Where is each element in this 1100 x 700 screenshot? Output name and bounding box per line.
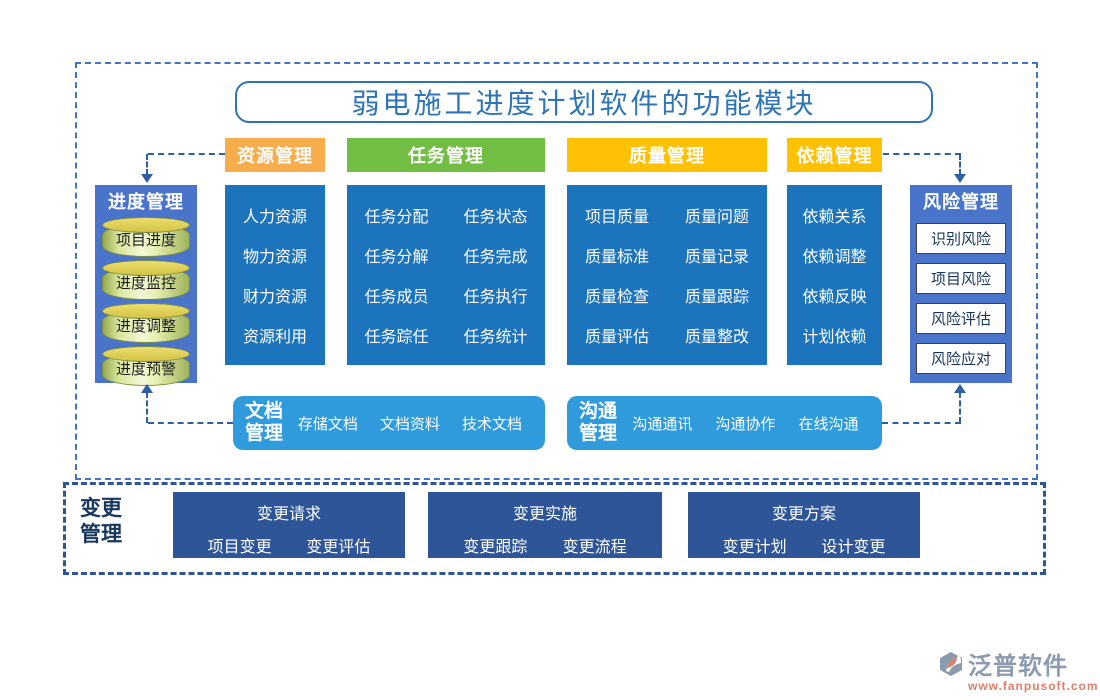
change-item: 设计变更 [821, 539, 886, 556]
progress-item: 进度预警 [115, 362, 176, 378]
progress-item: 进度调整 [115, 319, 176, 335]
progress-item: 进度监控 [115, 276, 176, 292]
document-item: 技术文档 [461, 416, 522, 433]
pillar-progress: 进度管理 项目进度 进度监控 进度调整 进度预警 [95, 185, 197, 386]
change-label: 变更管理 [80, 496, 122, 547]
page-title: 弱电施工进度计划软件的功能模块 [235, 81, 933, 123]
change-dashed-frame [63, 482, 1046, 575]
module-box-quality: 项目质量 质量问题 质量标准 质量记录 质量检查 质量跟踪 质量评估 质量整改 [567, 185, 767, 365]
change-group-plan: 变更方案 变更计划 设计变更 [688, 492, 920, 558]
task-item: 任务分配 [364, 209, 429, 226]
progress-item: 项目进度 [115, 233, 176, 249]
communication-item: 沟通通讯 [632, 416, 693, 433]
pillar-risk: 风险管理 识别风险 项目风险 风险评估 风险应对 [910, 185, 1012, 383]
risk-item: 风险评估 [916, 303, 1006, 334]
header-resource: 资源管理 [225, 138, 325, 172]
dependency-item: 依赖调整 [802, 249, 867, 266]
database-cylinder-icon: 进度监控 [102, 260, 190, 300]
quality-item: 质量跟踪 [684, 289, 749, 306]
quality-item: 质量问题 [684, 209, 749, 226]
risk-title: 风险管理 [923, 192, 999, 212]
document-title: 文档管理 [245, 401, 284, 444]
communication-item: 沟通协作 [715, 416, 776, 433]
header-quality: 质量管理 [567, 138, 767, 172]
module-box-resource: 人力资源 物力资源 财力资源 资源利用 [225, 185, 325, 365]
quality-item: 质量记录 [684, 249, 749, 266]
resource-item: 物力资源 [242, 249, 307, 266]
quality-item: 质量检查 [584, 289, 649, 306]
quality-item: 质量评估 [584, 329, 649, 346]
fanpu-logo-link[interactable]: 泛普软件 www.fanpusoft.com [938, 646, 1099, 693]
dependency-item: 计划依赖 [802, 329, 867, 346]
database-cylinder-icon: 进度预警 [102, 346, 190, 386]
document-item: 文档资料 [379, 416, 440, 433]
task-item: 任务统计 [463, 329, 528, 346]
header-task: 任务管理 [347, 138, 545, 172]
resource-item: 财力资源 [242, 289, 307, 306]
task-item: 任务踪任 [364, 329, 429, 346]
change-item: 变更计划 [722, 539, 787, 556]
dependency-item: 依赖反映 [802, 289, 867, 306]
communication-item: 在线沟通 [798, 416, 859, 433]
task-item: 任务完成 [463, 249, 528, 266]
communication-bar: 沟通管理 沟通通讯 沟通协作 在线沟通 [567, 396, 882, 450]
main-dashed-frame [75, 62, 1038, 480]
task-item: 任务执行 [463, 289, 528, 306]
document-item: 存储文档 [297, 416, 358, 433]
resource-item: 人力资源 [242, 209, 307, 226]
change-item: 变更流程 [562, 539, 627, 556]
database-cylinder-icon: 项目进度 [102, 217, 190, 257]
module-box-task: 任务分配 任务状态 任务分解 任务完成 任务成员 任务执行 任务踪任 任务统计 [347, 185, 545, 365]
task-item: 任务分解 [364, 249, 429, 266]
header-dependency: 依赖管理 [787, 138, 882, 172]
change-item: 变更评估 [306, 539, 371, 556]
change-item: 项目变更 [207, 539, 272, 556]
risk-item: 项目风险 [916, 263, 1006, 294]
change-item: 变更跟踪 [463, 539, 528, 556]
document-bar: 文档管理 存储文档 文档资料 技术文档 [233, 396, 545, 450]
change-group-implementation: 变更实施 变更跟踪 变更流程 [428, 492, 662, 558]
task-item: 任务成员 [364, 289, 429, 306]
resource-item: 资源利用 [242, 329, 307, 346]
progress-title: 进度管理 [108, 192, 184, 212]
quality-item: 项目质量 [584, 209, 649, 226]
fanpu-logo-text: 泛普软件 [968, 654, 1068, 680]
quality-item: 质量整改 [684, 329, 749, 346]
module-box-dependency: 依赖关系 依赖调整 依赖反映 计划依赖 [787, 185, 882, 365]
task-item: 任务状态 [463, 209, 528, 226]
risk-item: 风险应对 [916, 343, 1006, 374]
risk-item: 识别风险 [916, 223, 1006, 254]
dependency-item: 依赖关系 [802, 209, 867, 226]
database-cylinder-icon: 进度调整 [102, 303, 190, 343]
change-group-request: 变更请求 项目变更 变更评估 [173, 492, 405, 558]
communication-title: 沟通管理 [579, 401, 618, 444]
fanpu-logo-icon [938, 651, 964, 677]
quality-item: 质量标准 [584, 249, 649, 266]
fanpu-logo-url: www.fanpusoft.com [968, 679, 1099, 693]
